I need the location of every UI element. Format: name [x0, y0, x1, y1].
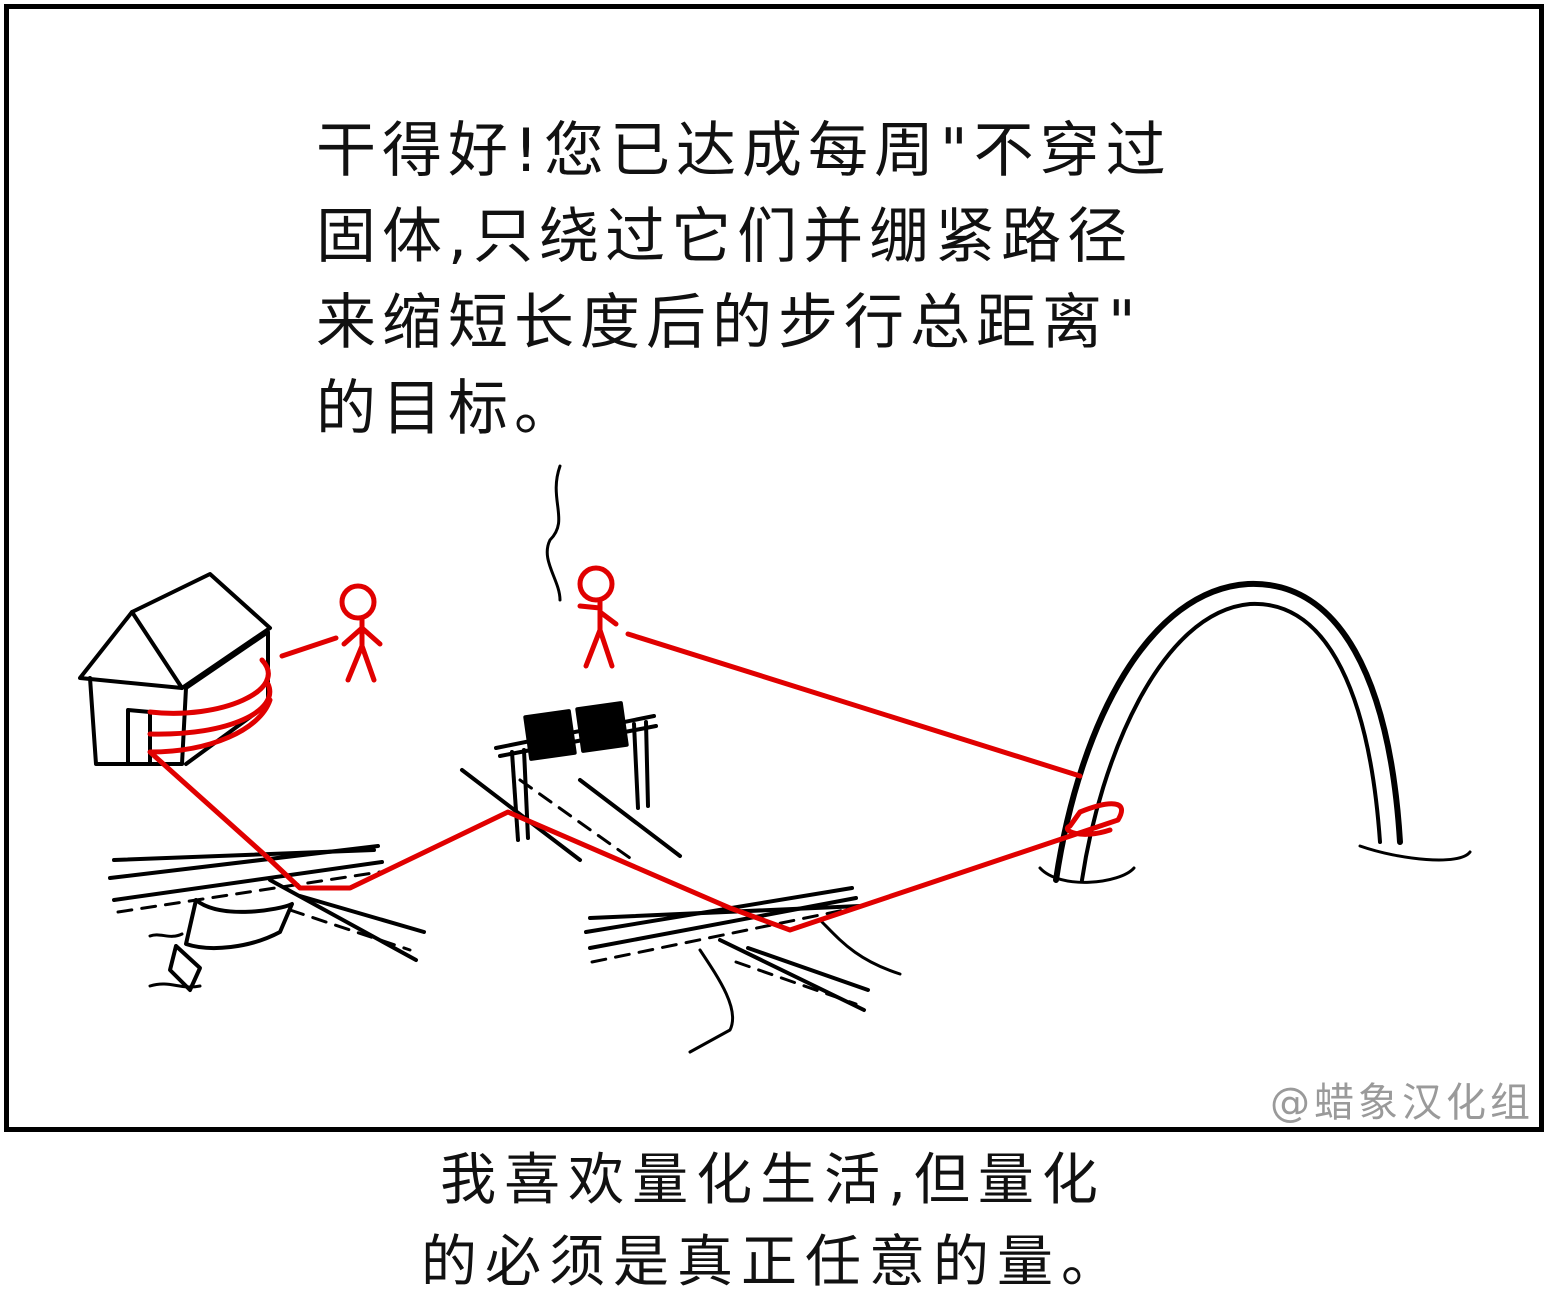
- stick-figure-phone: [577, 565, 619, 669]
- middle-highway-interchange: [584, 886, 902, 1054]
- arch-monument: [1038, 580, 1472, 884]
- comic-panel: [4, 4, 1544, 1132]
- speech-text: 干得好!您已达成每周"不穿过 固体,只绕过它们并绷紧路径 来缩短长度后的步行总距…: [316, 116, 1172, 444]
- phone-signal-squiggle: [545, 464, 562, 602]
- walking-path-line: [147, 631, 1124, 933]
- house-drawing: [78, 572, 272, 766]
- watermark-text: @蜡象汉化组: [1270, 1080, 1534, 1126]
- caption-text: 我喜欢量化生活,但量化 的必须是真正任意的量。: [421, 1148, 1125, 1295]
- highway-sign-gantry: [460, 701, 682, 862]
- left-highway-interchange: [108, 844, 426, 992]
- stick-figure-left: [339, 583, 383, 683]
